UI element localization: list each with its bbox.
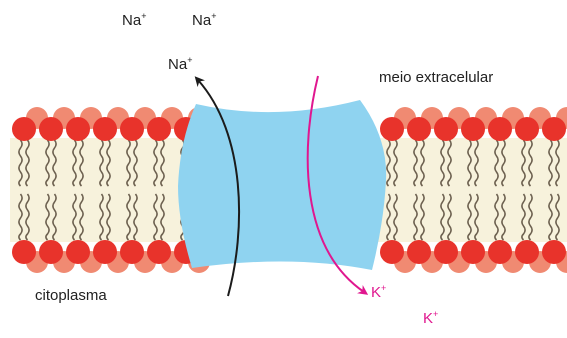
cytoplasm-label: citoplasma — [35, 287, 107, 304]
phospholipid-head — [66, 240, 90, 264]
phospholipid-head — [515, 117, 539, 141]
tail-region — [10, 138, 196, 242]
tail-region — [378, 138, 567, 242]
phospholipid-head — [147, 117, 171, 141]
phospholipid-head — [12, 240, 36, 264]
sodium-ion-label: Na+ — [192, 12, 216, 29]
phospholipid-head — [461, 117, 485, 141]
phospholipid-head — [488, 240, 512, 264]
phospholipid-head — [461, 240, 485, 264]
phospholipid-head — [380, 240, 404, 264]
phospholipid-head — [407, 240, 431, 264]
phospholipid-head — [93, 240, 117, 264]
phospholipid-head — [434, 240, 458, 264]
transport-protein — [178, 100, 386, 270]
potassium-ion-label: K+ — [423, 310, 438, 327]
phospholipid-head — [407, 117, 431, 141]
phospholipid-head — [66, 117, 90, 141]
extracellular-label: meio extracelular — [379, 69, 493, 86]
phospholipid-head — [39, 117, 63, 141]
phospholipid-head — [39, 240, 63, 264]
phospholipid-head — [542, 240, 566, 264]
phospholipid-head — [120, 240, 144, 264]
sodium-ion-label: Na+ — [168, 56, 192, 73]
phospholipid-head — [380, 117, 404, 141]
potassium-ion-label: K+ — [371, 284, 386, 301]
phospholipid-head — [434, 117, 458, 141]
phospholipid-head — [147, 240, 171, 264]
phospholipid-head — [93, 117, 117, 141]
phospholipid-head — [488, 117, 512, 141]
phospholipid-head — [542, 117, 566, 141]
phospholipid-head — [120, 117, 144, 141]
phospholipid-head — [515, 240, 539, 264]
phospholipid-head — [12, 117, 36, 141]
sodium-ion-label: Na+ — [122, 12, 146, 29]
